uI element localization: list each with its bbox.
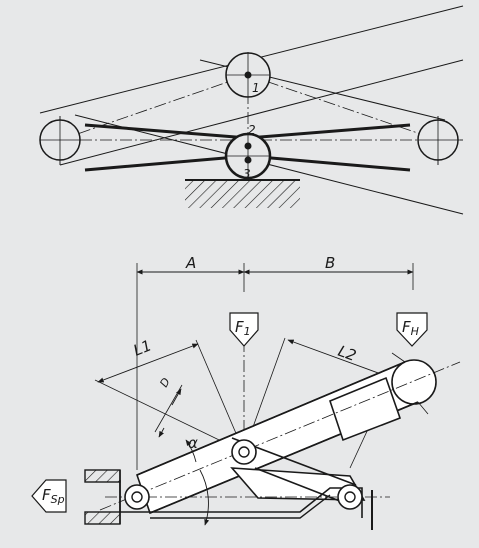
svg-text:FSp: FSp [42,486,65,506]
dimension-a-label: A [185,254,196,272]
length-1-label: L1 [131,336,154,359]
bottom-view [31,263,461,530]
force-1-label: F1 [235,318,251,338]
angle-alpha-label: α [188,434,198,452]
point-label-2: 2 [248,123,256,137]
dimension-b-label: B [325,254,335,272]
top-view-points [244,71,252,164]
point-1-marker [244,71,252,79]
length-2-label: L2 [336,342,359,365]
svg-text:FH: FH [402,318,419,338]
point-label-1: 1 [252,81,260,95]
point-3-marker [244,156,252,164]
force-h-label: FH [402,318,419,338]
svg-text:F1: F1 [235,318,251,338]
force-sp-label: FSp [42,486,65,506]
top-view [39,5,464,215]
point-label-3: 3 [243,167,251,181]
point-2-marker [244,142,252,150]
